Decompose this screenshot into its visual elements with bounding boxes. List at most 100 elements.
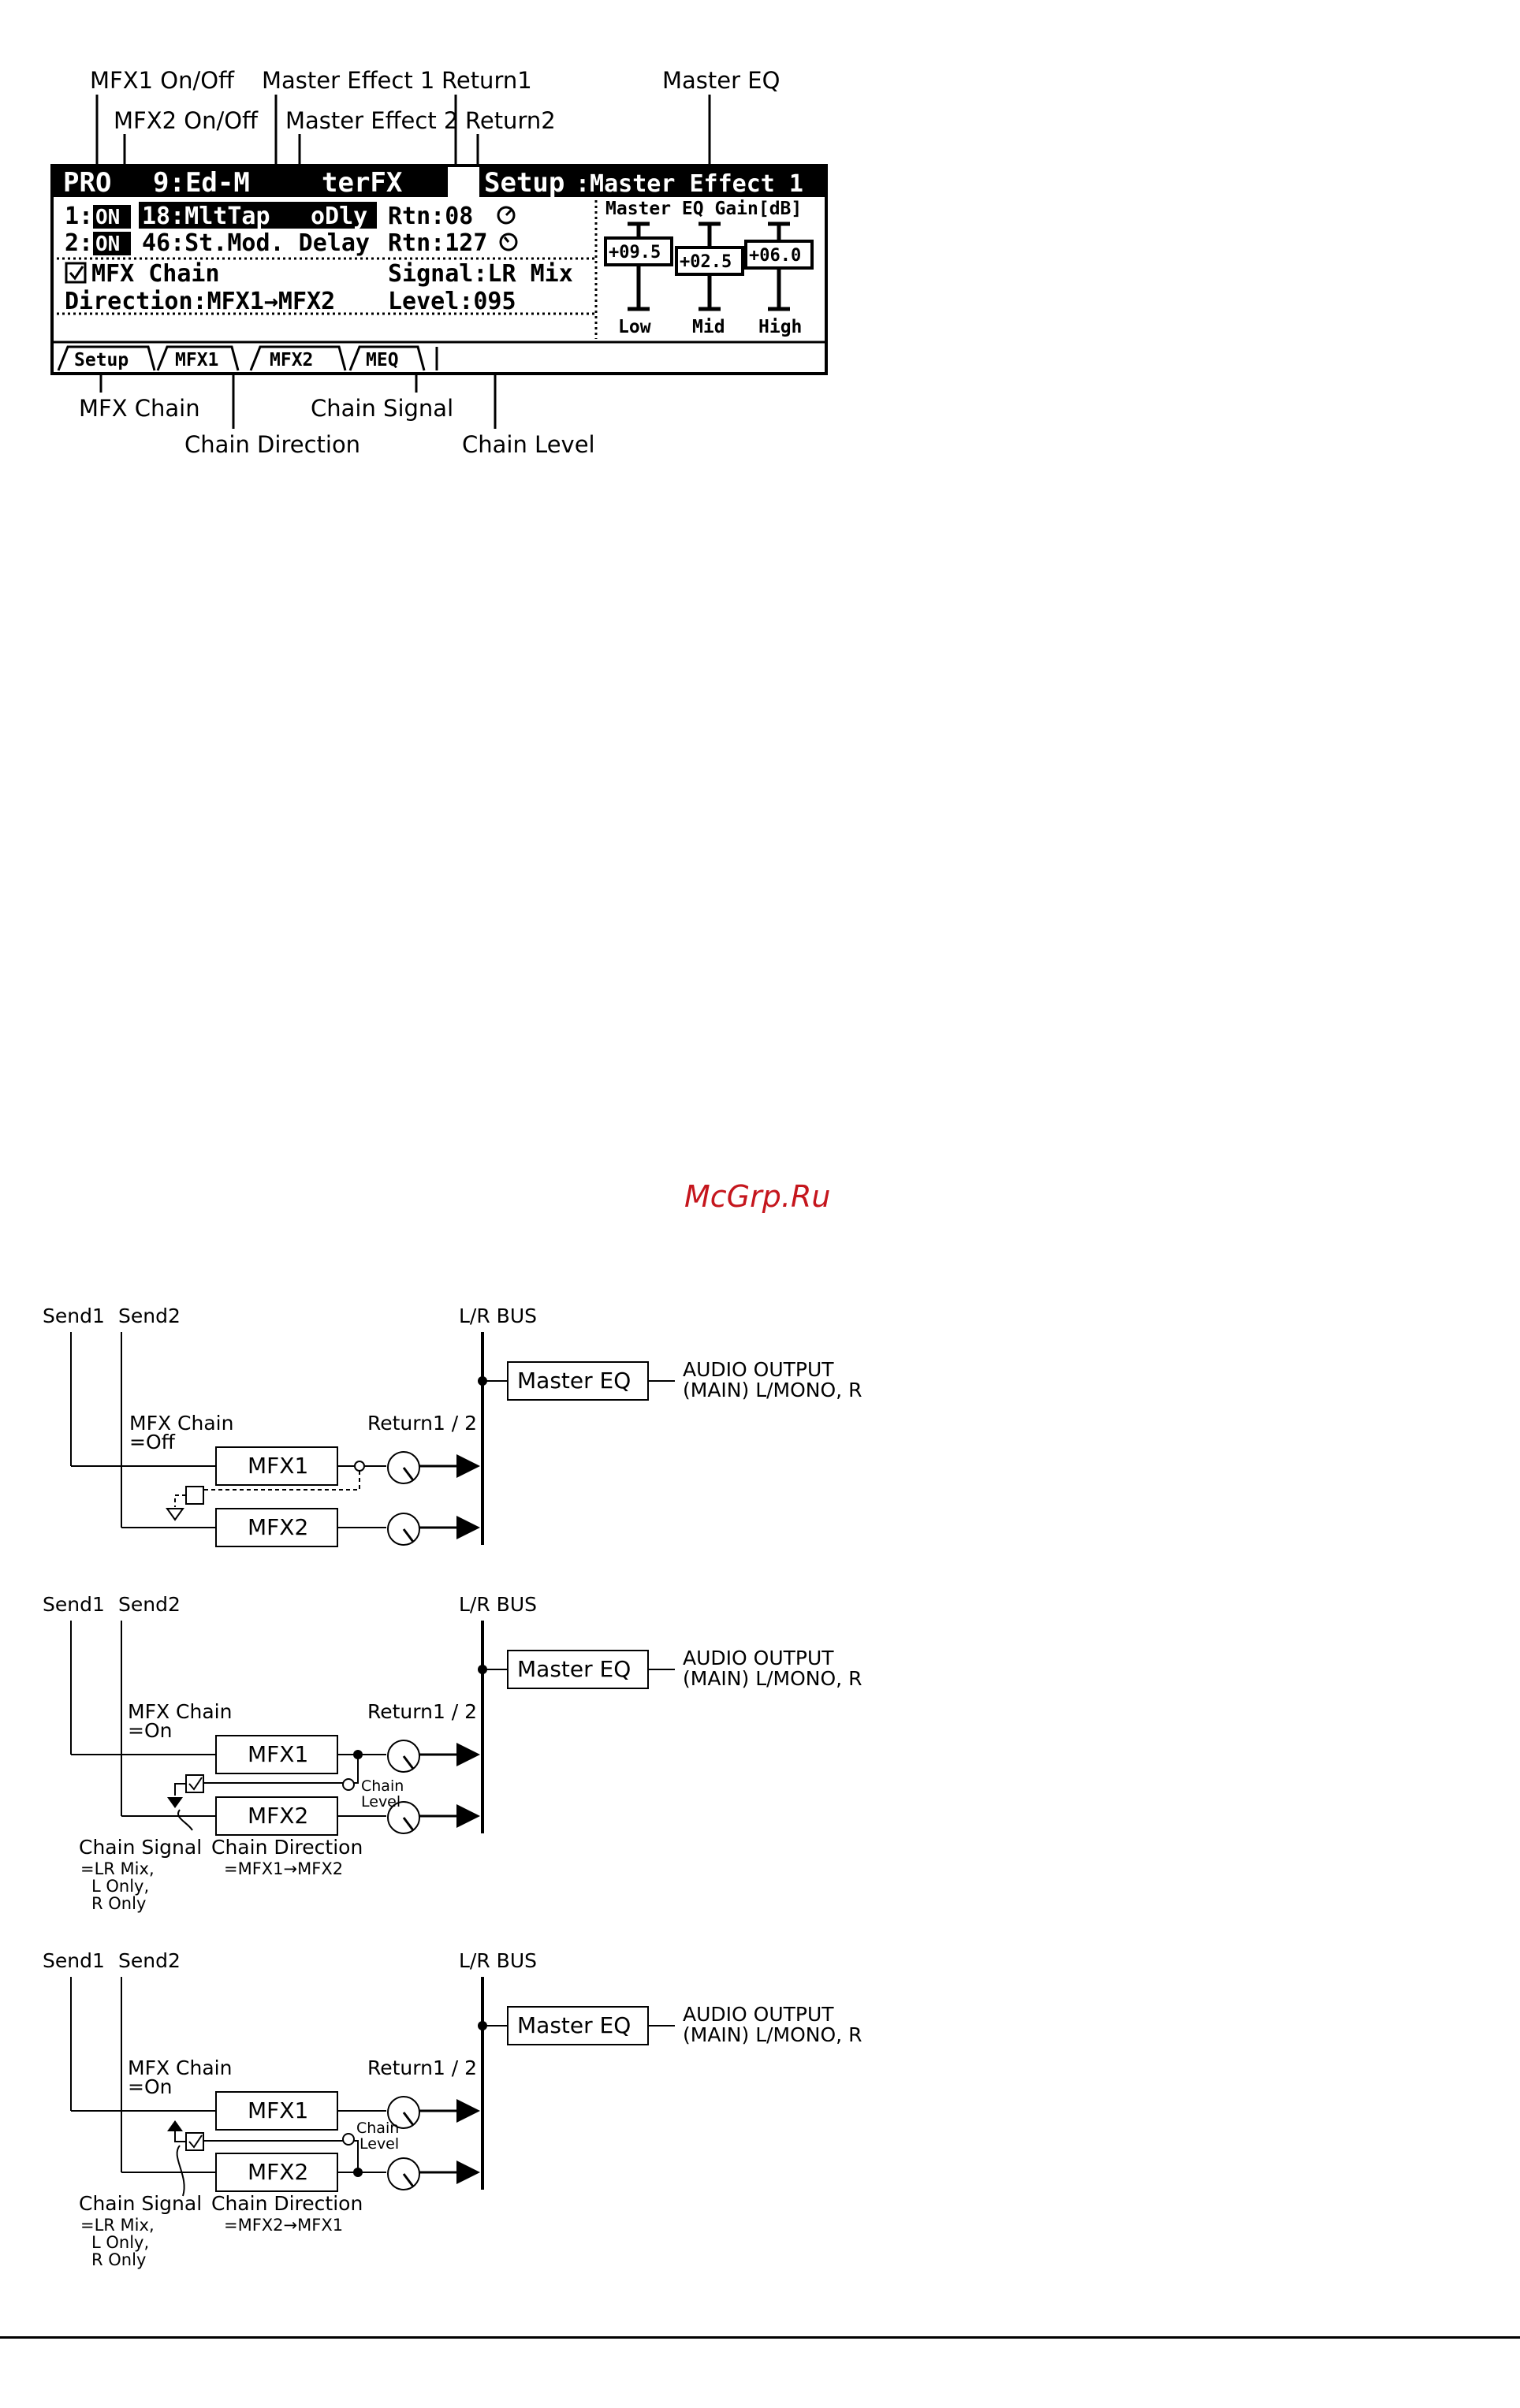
chain-level-label-2: Level xyxy=(361,1793,400,1811)
chain-signal-opt-2: L Only, xyxy=(91,2233,149,2252)
callout-return2: Return2 xyxy=(465,107,556,134)
mfx1-label: MFX1 xyxy=(248,2097,308,2123)
lcd-tab-setup[interactable]: Setup xyxy=(74,350,129,370)
mfx-chain-off-label: =Off xyxy=(129,1431,176,1453)
diagram-chain-off: Send1 Send2 L/R BUS Master EQ AUDIO OUTP… xyxy=(43,1304,862,1547)
lcd-row2-num: 2: xyxy=(65,229,93,257)
return-label: Return1 / 2 xyxy=(367,1412,477,1435)
chain-signal-label: Chain Signal xyxy=(79,1836,202,1859)
send2-label: Send2 xyxy=(118,1949,181,1972)
callout-mfx-chain: MFX Chain xyxy=(79,395,200,422)
chain-direction-label: Chain Direction xyxy=(211,2192,363,2215)
chain-signal-opt-3: R Only xyxy=(91,2250,146,2269)
chain-switch-off-icon xyxy=(185,1486,204,1505)
mfx-chain-on-label: =On xyxy=(128,2075,172,2098)
lcd-return1[interactable]: Rtn:08 xyxy=(388,203,473,230)
send2-label: Send2 xyxy=(118,1593,181,1616)
audio-output-label-2: (MAIN) L/MONO, R xyxy=(683,1379,862,1401)
mfx2-label: MFX2 xyxy=(248,1803,308,1829)
audio-output-label-1: AUDIO OUTPUT xyxy=(683,2003,834,2026)
lcd-eq-low-value[interactable]: +09.5 xyxy=(609,243,661,262)
return-label: Return1 / 2 xyxy=(367,1700,477,1723)
lcd-title-setup: Setup xyxy=(484,167,564,199)
lcd-tab-meq[interactable]: MEQ xyxy=(366,350,399,370)
chain-direction-value: =MFX2→MFX1 xyxy=(224,2216,343,2235)
return-label: Return1 / 2 xyxy=(367,2056,477,2079)
chain-level-label-1: Chain xyxy=(356,2120,399,2137)
callout-mfx1-onoff: MFX1 On/Off xyxy=(90,67,235,94)
page-bottom-rule xyxy=(0,2336,1520,2339)
callout-chain-level: Chain Level xyxy=(462,431,595,458)
diagram-chain-mfx1-to-mfx2: Send1 Send2 L/R BUS Master EQ AUDIO OUTP… xyxy=(43,1593,862,1913)
diagram-chain-mfx2-to-mfx1: Send1 Send2 L/R BUS Master EQ AUDIO OUTP… xyxy=(43,1949,862,2269)
lcd-title-mode-tail: terFX xyxy=(322,167,403,199)
lcd-mfx1-on[interactable]: ON xyxy=(95,206,120,229)
master-eq-label: Master EQ xyxy=(517,1368,631,1394)
callout-master-eq: Master EQ xyxy=(662,67,780,94)
callout-return1: Return1 xyxy=(441,67,532,94)
mfx2-label: MFX2 xyxy=(248,2159,308,2185)
lcd-chain-level[interactable]: Level:095 xyxy=(388,288,516,315)
chain-signal-opt-3: R Only xyxy=(91,1894,146,1913)
lr-bus-label: L/R BUS xyxy=(459,1949,537,1972)
callout-master-effect-1: Master Effect 1 xyxy=(262,67,434,94)
lcd-figure: MFX1 On/Off MFX2 On/Off Master Effect 1 … xyxy=(50,67,828,458)
chain-level-label-2: Level xyxy=(360,2135,399,2153)
mfx1-box xyxy=(215,1446,338,1486)
master-eq-label: Master EQ xyxy=(517,2012,631,2038)
mfx2-box xyxy=(215,1508,338,1547)
audio-output-label-1: AUDIO OUTPUT xyxy=(683,1647,834,1669)
send1-label: Send1 xyxy=(43,1304,105,1327)
lcd-eq-mid-label: Mid xyxy=(692,317,725,337)
lcd-mfx-chain[interactable]: MFX Chain xyxy=(91,260,220,288)
master-eq-box xyxy=(507,1361,649,1401)
lcd-master-effect-2[interactable]: 46:St.Mod. Delay xyxy=(142,229,370,257)
lcd-master-effect-1-tail: oDly xyxy=(311,203,367,230)
chain-signal-label: Chain Signal xyxy=(79,2192,202,2215)
lcd-title-page: :Master Effect 1 xyxy=(576,170,803,198)
lcd-master-effect-1[interactable]: 18:MltTap xyxy=(142,203,270,230)
lcd-eq-high-label: High xyxy=(758,317,802,337)
send1-label: Send1 xyxy=(43,1949,105,1972)
lcd-return2[interactable]: Rtn:127 xyxy=(388,229,487,257)
lcd-title-mode: 9:Ed-M xyxy=(153,167,250,199)
chain-signal-opt-1: =LR Mix, xyxy=(80,2216,155,2235)
send1-label: Send1 xyxy=(43,1593,105,1616)
lcd-tab-mfx1[interactable]: MFX1 xyxy=(175,350,218,370)
lcd-chain-signal[interactable]: Signal:LR Mix xyxy=(388,260,573,288)
callout-master-effect-2: Master Effect 2 xyxy=(285,107,458,134)
mfx1-label: MFX1 xyxy=(248,1741,308,1767)
lr-bus-label: L/R BUS xyxy=(459,1304,537,1327)
chain-direction-label: Chain Direction xyxy=(211,1836,363,1859)
chain-level-knob-icon xyxy=(342,1778,355,1791)
lr-bus-label: L/R BUS xyxy=(459,1593,537,1616)
lcd-eq-header: Master EQ Gain[dB] xyxy=(605,199,802,219)
chain-level-label-1: Chain xyxy=(361,1777,404,1795)
callout-chain-direction: Chain Direction xyxy=(184,431,360,458)
lcd-eq-high-value[interactable]: +06.0 xyxy=(749,246,801,266)
callout-chain-signal: Chain Signal xyxy=(311,395,453,422)
lcd-eq-mid-value[interactable]: +02.5 xyxy=(680,252,732,272)
audio-output-label-2: (MAIN) L/MONO, R xyxy=(683,2023,862,2046)
master-eq-box xyxy=(507,1650,649,1689)
mfx2-box xyxy=(215,2153,338,2192)
lcd-chain-direction[interactable]: Direction:MFX1→MFX2 xyxy=(65,288,335,315)
chain-signal-opt-2: L Only, xyxy=(91,1877,149,1896)
chain-signal-opt-1: =LR Mix, xyxy=(80,1859,155,1878)
chain-level-knob-icon xyxy=(342,2133,355,2146)
chain-direction-value: =MFX1→MFX2 xyxy=(224,1859,343,1878)
mfx1-box xyxy=(215,2091,338,2131)
mfx-chain-on-label: =On xyxy=(128,1719,172,1742)
mfx2-label: MFX2 xyxy=(248,1514,308,1540)
lcd-tab-mfx2[interactable]: MFX2 xyxy=(270,350,313,370)
callout-mfx2-onoff: MFX2 On/Off xyxy=(114,107,259,134)
mfx-chain-label: MFX Chain xyxy=(128,2056,232,2079)
lcd-title-prog: PRO xyxy=(63,167,111,199)
send2-label: Send2 xyxy=(118,1304,181,1327)
audio-output-label-1: AUDIO OUTPUT xyxy=(683,1358,834,1381)
audio-output-label-2: (MAIN) L/MONO, R xyxy=(683,1667,862,1690)
lcd-eq-low-label: Low xyxy=(618,317,651,337)
lcd-mfx2-on[interactable]: ON xyxy=(95,233,120,256)
mfx-chain-label: MFX Chain xyxy=(129,1412,233,1435)
